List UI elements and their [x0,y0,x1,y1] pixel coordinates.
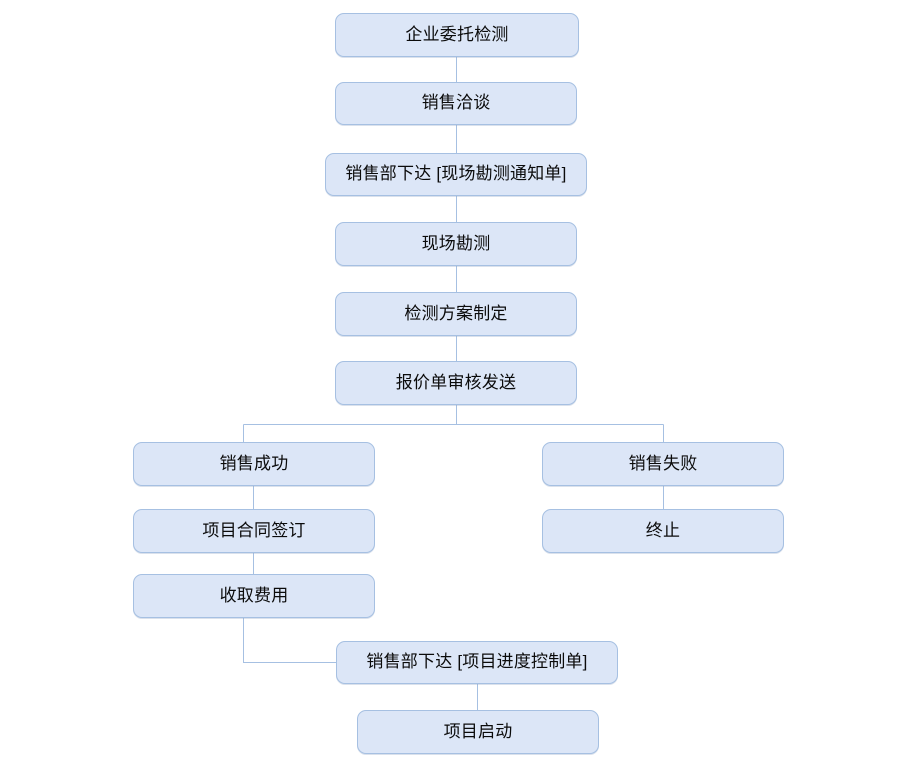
node-label: 检测方案制定 [404,303,508,323]
node-label: 企业委托检测 [405,24,509,44]
node-label: 销售成功 [219,453,289,473]
node-sales-failure[interactable]: 销售失败 [542,442,784,486]
node-label: 收取费用 [219,585,289,605]
node-label: 终止 [645,520,681,540]
edge-n11-n12 [242,618,336,664]
node-label: 项目启动 [443,721,513,741]
node-label: 销售部下达 [项目进度控制单] [366,652,588,672]
node-label: 销售部下达 [现场勘测通知单] [345,164,567,184]
node-sales-dept-issue-site-survey-notice[interactable]: 销售部下达 [现场勘测通知单] [325,153,587,196]
node-label: 销售失败 [628,453,698,473]
node-label: 销售洽谈 [421,93,491,113]
node-project-kickoff[interactable]: 项目启动 [357,710,599,754]
node-collect-fees[interactable]: 收取费用 [133,574,375,618]
node-sales-negotiation[interactable]: 销售洽谈 [335,82,577,125]
node-label: 现场勘测 [421,233,491,253]
node-site-survey[interactable]: 现场勘测 [335,222,577,266]
node-sales-success[interactable]: 销售成功 [133,442,375,486]
node-project-contract-signing[interactable]: 项目合同签订 [133,509,375,553]
node-inspection-plan-formulation[interactable]: 检测方案制定 [335,292,577,336]
node-quotation-review-and-send[interactable]: 报价单审核发送 [335,361,577,405]
node-sales-dept-issue-project-progress-control-sheet[interactable]: 销售部下达 [项目进度控制单] [336,641,618,684]
node-label: 报价单审核发送 [395,372,517,392]
node-enterprise-commission-inspection[interactable]: 企业委托检测 [335,13,579,57]
node-terminate[interactable]: 终止 [542,509,784,553]
node-label: 项目合同签订 [202,520,306,540]
